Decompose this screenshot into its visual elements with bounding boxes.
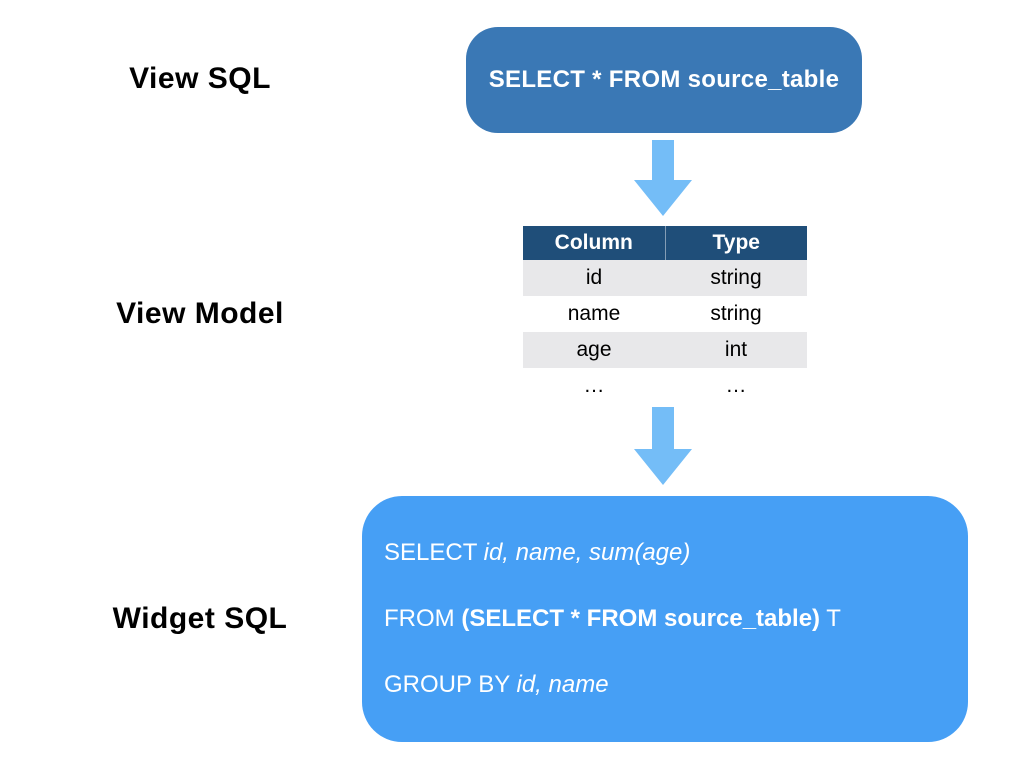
table-cell-type: int (724, 338, 748, 361)
widget-sql-line-groupby: GROUP BY id, name (384, 670, 944, 700)
table-cell-type: … (725, 374, 747, 397)
table-cell-type: string (710, 302, 762, 325)
widget-sql-line-select: SELECT id, name, sum(age) (384, 538, 944, 568)
table-row: … … (523, 368, 807, 404)
sql-keyword-groupby: GROUP BY (384, 671, 517, 698)
table-header-column: Column (554, 231, 633, 254)
down-arrow-icon (634, 407, 692, 485)
table-cell-column: age (576, 338, 612, 361)
sql-alias: T (820, 605, 841, 632)
down-arrow-icon (634, 140, 692, 216)
widget-sql-label: Widget SQL (112, 602, 288, 635)
sql-keyword-select: SELECT (384, 539, 484, 566)
table-row: age int (523, 332, 807, 368)
table-cell-column: name (567, 302, 621, 325)
table-row: name string (523, 296, 807, 332)
table-header-row: Column Type (523, 226, 807, 260)
table-cell-type: string (710, 266, 762, 289)
view-sql-text: SELECT * FROM source_table (488, 66, 840, 93)
sql-keyword-from: FROM (384, 605, 462, 632)
table-cell-column: … (583, 374, 605, 397)
table-row: id string (523, 260, 807, 296)
sql-subquery: (SELECT * FROM source_table) (461, 605, 821, 632)
widget-sql-box: SELECT id, name, sum(age) FROM (SELECT *… (362, 496, 968, 742)
widget-sql-line-from: FROM (SELECT * FROM source_table) T (384, 604, 944, 634)
down-arrow-shape (634, 140, 692, 216)
view-sql-label: View SQL (129, 62, 271, 95)
view-model-table: Column Type id string name string age in… (523, 226, 807, 404)
down-arrow-shape (634, 407, 692, 485)
sql-select-columns: id, name, sum(age) (483, 539, 691, 566)
sql-groupby-columns: id, name (516, 671, 609, 698)
view-sql-box: SELECT * FROM source_table (466, 27, 862, 133)
view-model-label: View Model (116, 297, 284, 330)
table-header-type: Type (664, 226, 808, 260)
table-cell-column: id (585, 266, 603, 289)
